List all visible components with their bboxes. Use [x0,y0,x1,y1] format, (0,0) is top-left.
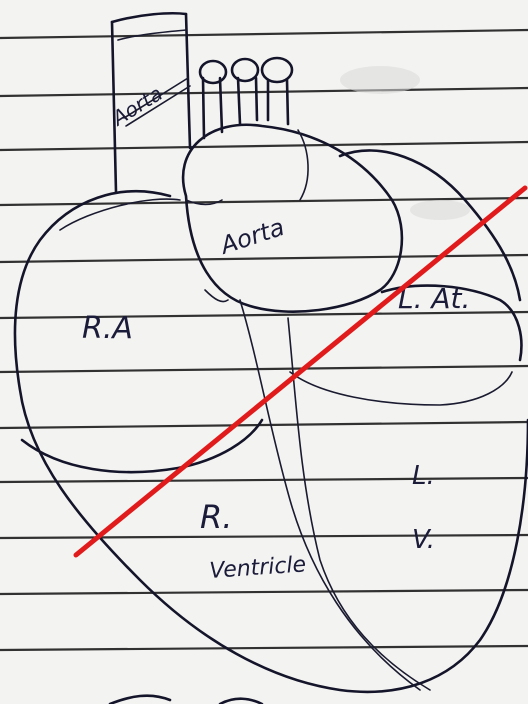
label-right-atrium: R.A [82,311,133,346]
label-right-ventricle-word: Ventricle [209,552,307,584]
septum-lines [205,290,512,690]
bottom-scribble [110,696,262,704]
label-left-ventricle-letter2: V. [412,525,435,555]
red-strike-line [76,188,525,555]
label-left-atrium: L. At. [398,282,470,315]
label-left-ventricle-letter: L. [412,461,435,491]
label-aorta: Aorta [215,213,287,260]
label-right-ventricle-letter: R. [200,498,232,536]
aorta-arch-circle [183,125,402,312]
